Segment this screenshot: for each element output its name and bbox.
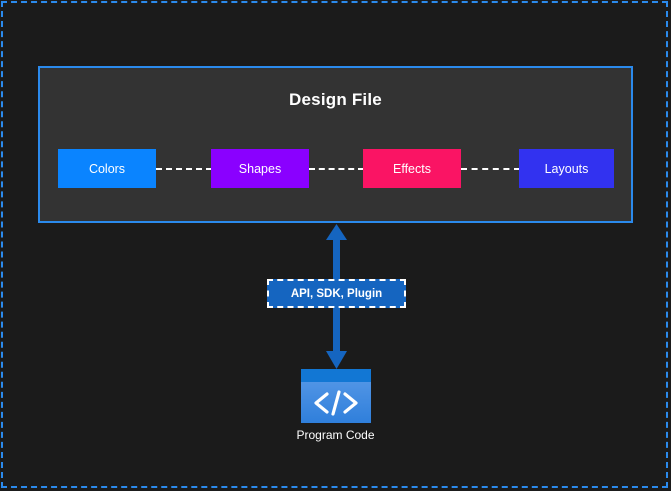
attribute-connector xyxy=(156,168,212,170)
program-code-icon[interactable] xyxy=(301,369,371,423)
attribute-connector xyxy=(309,168,364,170)
attribute-box-layouts[interactable]: Layouts xyxy=(519,149,614,188)
code-icon-titlebar xyxy=(301,369,371,382)
design-file-title: Design File xyxy=(289,90,382,109)
arrow-up-icon xyxy=(326,224,347,282)
design-file-container[interactable]: Design File xyxy=(38,66,633,223)
attribute-connector xyxy=(461,168,520,170)
attribute-box-colors[interactable]: Colors xyxy=(58,149,156,188)
attribute-box-shapes[interactable]: Shapes xyxy=(211,149,309,188)
api-sdk-plugin-label[interactable]: API, SDK, Plugin xyxy=(267,279,406,308)
attribute-box-effects[interactable]: Effects xyxy=(363,149,461,188)
code-brackets-icon xyxy=(301,382,371,423)
arrow-down-icon xyxy=(326,303,347,369)
program-code-label: Program Code xyxy=(296,428,375,442)
